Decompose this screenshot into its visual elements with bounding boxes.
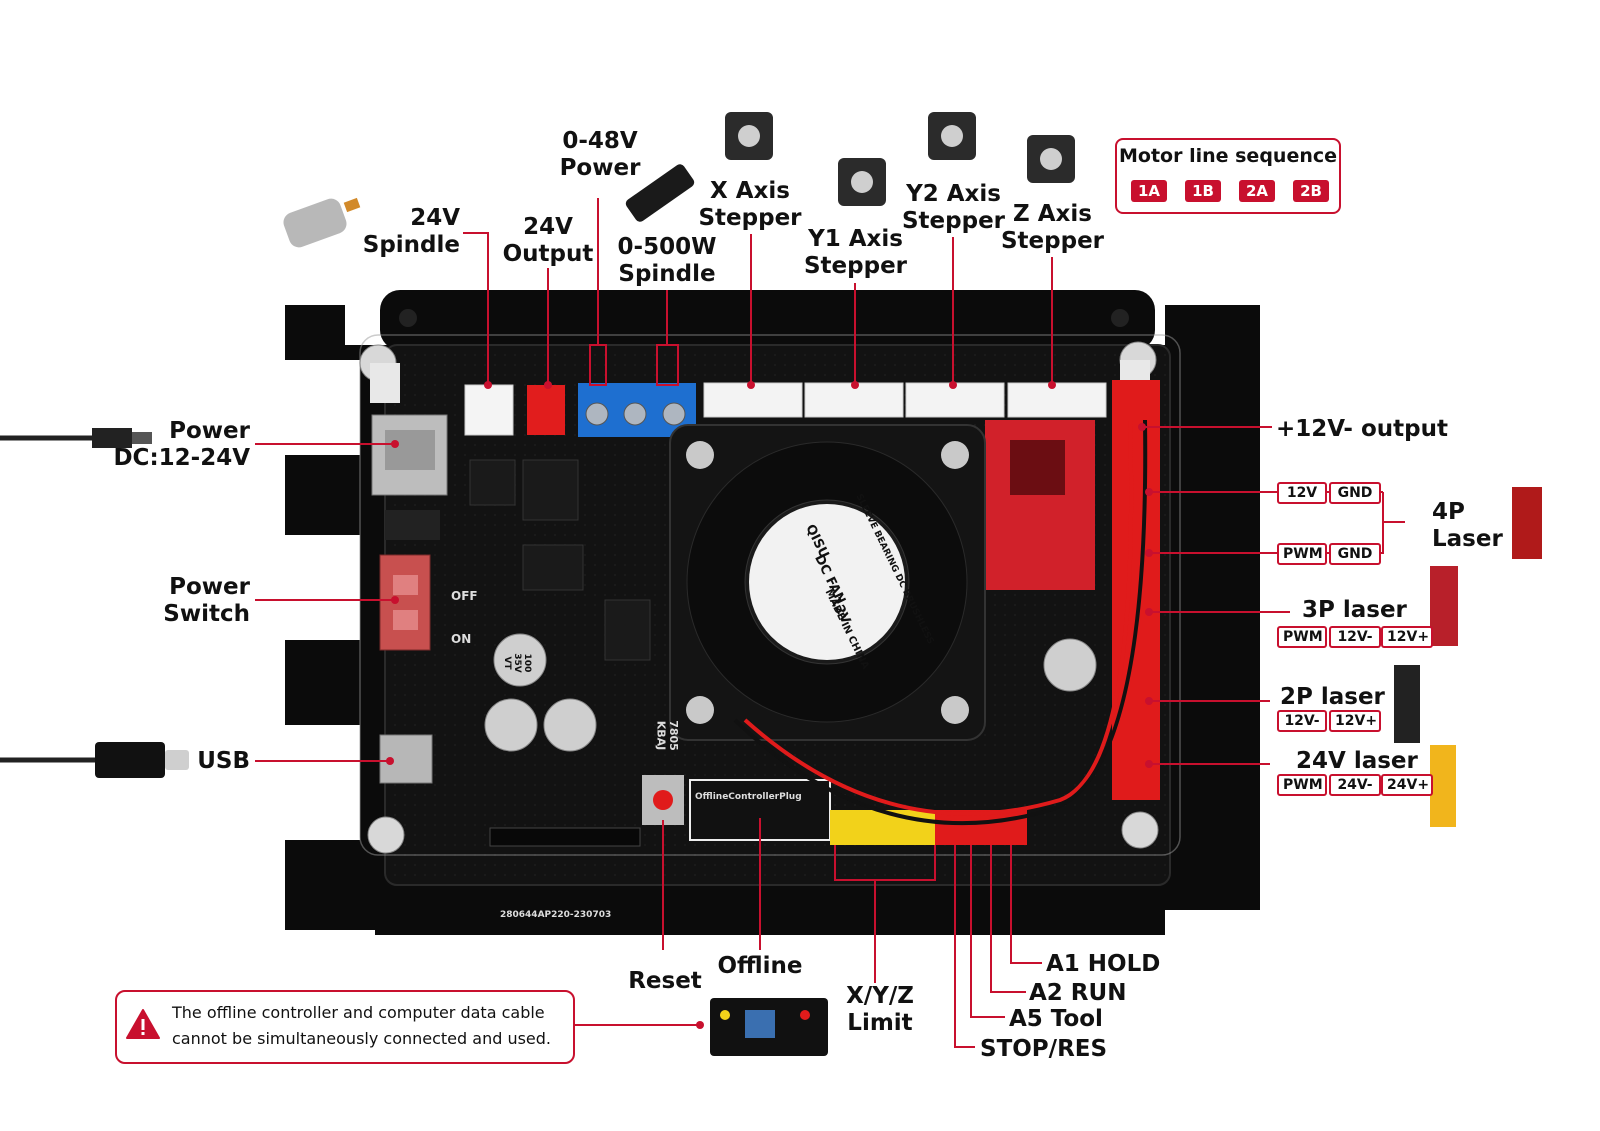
label-limit: X/Y/Z Limit: [846, 983, 914, 1036]
power-switch: [379, 554, 431, 651]
warning-icon: [126, 1009, 160, 1039]
enclosure-top: [380, 290, 1155, 350]
stepper-motor-illustrations: [725, 112, 1075, 206]
label-a5-tool: A5 Tool: [1009, 1006, 1103, 1032]
offline-controller-illustration: [710, 998, 828, 1056]
pin-3p-pwm: PWM: [1277, 626, 1327, 648]
label-12v-output: +12V- output: [1276, 416, 1448, 442]
function-pins: [935, 810, 1027, 845]
label-a1-hold: A1 HOLD: [1046, 951, 1161, 977]
label-usb: USB: [197, 748, 250, 774]
label-2p-laser: 2P laser: [1280, 684, 1385, 710]
spindle-24v-connector: [464, 384, 514, 436]
reset-button: [653, 790, 673, 810]
label-offline: Offline: [717, 953, 803, 979]
label-power-dc: Power DC:12-24V: [113, 418, 250, 471]
power-cable-illustration: [0, 428, 152, 448]
warning-box: The offline controller and computer data…: [115, 990, 575, 1064]
pin-24v-pwm: PWM: [1277, 774, 1327, 796]
wire-chip-1b: 1B: [1185, 180, 1221, 202]
capacitors: [484, 633, 1097, 752]
spindle-motor-illustration: [283, 197, 361, 248]
pin-2p-12v-minus: 12V-: [1277, 710, 1327, 732]
pin-24v-minus: 24V-: [1329, 774, 1381, 796]
label-spindle-500w: 0-500W Spindle: [617, 234, 717, 287]
x-stepper-connector: [703, 382, 803, 418]
pin-4p-gnd-2: GND: [1329, 543, 1381, 565]
label-a2-run: A2 RUN: [1029, 980, 1127, 1006]
pin-3p-12v-minus: 12V-: [1329, 626, 1381, 648]
wire-chip-1a: 1A: [1131, 180, 1167, 202]
label-3p-laser: 3P laser: [1302, 597, 1407, 623]
pin-3p-12v-plus: 12V+: [1381, 626, 1433, 648]
label-spindle-24v: 24V Spindle: [362, 205, 460, 258]
label-24v-laser: 24V laser: [1296, 748, 1418, 774]
power-supply-plug-illustration: [625, 164, 695, 222]
motor-sequence-title: Motor line sequence: [1118, 145, 1338, 167]
pin-4p-pwm: PWM: [1277, 543, 1327, 565]
label-y2-axis: Y2 Axis Stepper: [901, 181, 1006, 234]
laser-module-illustrations: [1394, 487, 1542, 827]
motor-sequence-legend: Motor line sequence 1A 1B 2A 2B: [1115, 138, 1341, 214]
usb-cable-illustration: [0, 742, 189, 778]
pin-4p-12v: 12V: [1277, 482, 1327, 504]
label-x-axis: X Axis Stepper: [698, 178, 802, 231]
switch-off-label: OFF: [451, 589, 478, 603]
warning-text: The offline controller and computer data…: [172, 1003, 552, 1048]
leader-lines: [255, 198, 1405, 1048]
offline-header-label: OfflineControllerPlug: [695, 792, 802, 802]
label-z-axis: Z Axis Stepper: [1000, 201, 1105, 254]
wire-chip-2a: 2A: [1239, 180, 1275, 202]
label-power-0-48v: 0-48V Power: [559, 128, 641, 181]
label-reset: Reset: [628, 968, 702, 994]
pin-4p-gnd-1: GND: [1329, 482, 1381, 504]
wire-chip-2b: 2B: [1293, 180, 1329, 202]
capacitor-label: 100 35V VT: [501, 653, 532, 673]
z-stepper-connector: [1007, 382, 1107, 418]
switch-on-label: ON: [451, 632, 472, 646]
limit-pins: [830, 810, 935, 845]
label-power-switch: Power Switch: [163, 574, 250, 627]
pin-24v-plus: 24V+: [1381, 774, 1433, 796]
right-connector-strip: [1112, 380, 1160, 800]
label-y1-axis: Y1 Axis Stepper: [803, 226, 908, 279]
label-stop-res: STOP/RES: [980, 1036, 1108, 1062]
serial-number: 280644AP220-230703: [500, 910, 612, 920]
output-24v-connector: [527, 385, 565, 435]
regulator-label-2: KBAJ: [654, 720, 668, 751]
label-4p-laser: 4P Laser: [1432, 499, 1503, 552]
pin-2p-12v-plus: 12V+: [1329, 710, 1381, 732]
label-output-24v: 24V Output: [502, 214, 594, 267]
